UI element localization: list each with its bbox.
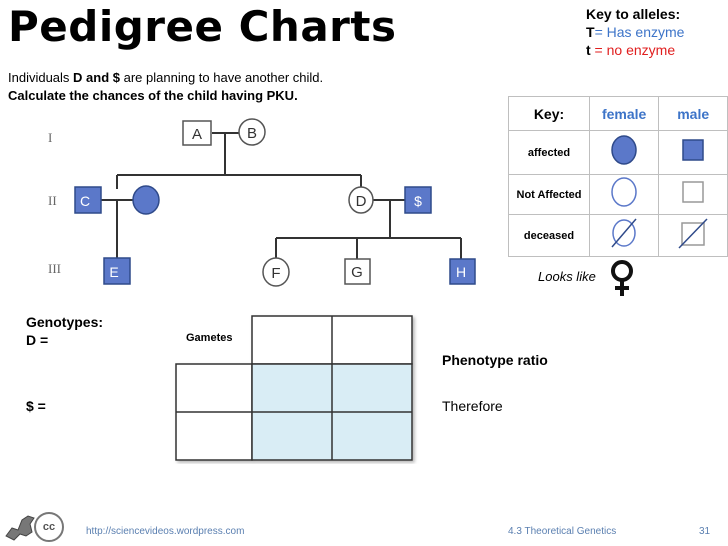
individual-B: [238, 118, 266, 146]
therefore-label: Therefore: [442, 398, 503, 414]
individual-H: [449, 258, 476, 285]
affected-male-symbol: [658, 130, 728, 175]
deceased-male-symbol: [658, 214, 728, 257]
creative-commons-icon: cc: [34, 512, 64, 542]
key-row-affected: affected: [508, 130, 590, 175]
key-female-header: female: [588, 96, 660, 131]
individual-D: [348, 186, 374, 214]
individual-F-label: F: [271, 265, 280, 282]
allele-t-letter: t: [586, 42, 591, 58]
punnett-square: [175, 315, 413, 461]
individual-B-label: B: [247, 125, 257, 142]
generation-I-label: I: [48, 130, 52, 145]
page-title: Pedigree Charts: [8, 2, 397, 51]
footer-url[interactable]: http://sciencevideos.wordpress.com: [86, 526, 245, 537]
unaffected-male-symbol: [658, 174, 728, 215]
individual-C-partner: [132, 185, 160, 215]
allele-T-letter: T: [586, 24, 595, 40]
individual-G: [344, 258, 371, 285]
dinosaur-logo-icon: [5, 515, 35, 541]
individual-E-label: E: [109, 264, 118, 280]
key-row-deceased: deceased: [508, 214, 590, 257]
individual-E: [103, 257, 131, 285]
key-header: Key:: [508, 96, 590, 131]
key-to-alleles: Key to alleles: T= Has enzyme t = no enz…: [586, 5, 684, 59]
generation-II-label: II: [48, 193, 57, 208]
individual-F: [262, 257, 290, 287]
genotype-S-label: $ =: [26, 398, 46, 414]
intro-line-1: Individuals D and $ are planning to have…: [8, 69, 323, 87]
individual-H-label: H: [456, 264, 466, 280]
individual-C-label: C: [80, 193, 90, 209]
allele-T-text: = Has enzyme: [594, 24, 685, 40]
individual-C: [74, 186, 102, 214]
looks-like-label: Looks like: [538, 269, 596, 284]
footer-topic: 4.3 Theoretical Genetics: [508, 526, 617, 537]
key-male-header: male: [658, 96, 728, 131]
pedigree-diagram: I II III A B C D $ E F G H: [48, 118, 476, 287]
allele-t-text: = no enzyme: [590, 42, 676, 58]
intro-line-1-start: Individuals: [8, 70, 74, 85]
allele-T: T= Has enzyme: [586, 23, 684, 41]
generation-III-label: III: [48, 261, 61, 276]
symbol-key-table: Key: female male affected Not Affected d…: [508, 96, 728, 257]
intro-text: Individuals D and $ are planning to have…: [8, 69, 323, 105]
page-number: 31: [699, 526, 711, 537]
individual-S: [404, 186, 432, 214]
intro-line-2: Calculate the chances of the child havin…: [8, 88, 298, 103]
individual-A-label: A: [192, 126, 202, 143]
female-symbol-icon: [611, 260, 633, 296]
phenotype-ratio-label: Phenotype ratio: [442, 352, 548, 368]
affected-female-symbol: [588, 130, 660, 175]
unaffected-female-symbol: [588, 174, 660, 215]
deceased-female-symbol: [588, 214, 660, 257]
individual-G-label: G: [351, 264, 363, 281]
gametes-label: Gametes: [186, 332, 233, 344]
pedigree-lines: [101, 132, 462, 259]
allele-t: t = no enzyme: [586, 41, 684, 59]
genotype-D-label: D =: [26, 332, 49, 348]
key-alleles-heading: Key to alleles:: [586, 6, 681, 22]
individual-D-label: D: [356, 193, 367, 210]
intro-line-1-end: are planning to have another child.: [120, 70, 324, 85]
intro-parents: D and $: [73, 70, 121, 85]
individual-S-label: $: [414, 193, 422, 209]
individual-A: [182, 120, 212, 146]
key-row-not-affected: Not Affected: [508, 174, 590, 215]
genotypes-heading: Genotypes:: [26, 314, 104, 330]
